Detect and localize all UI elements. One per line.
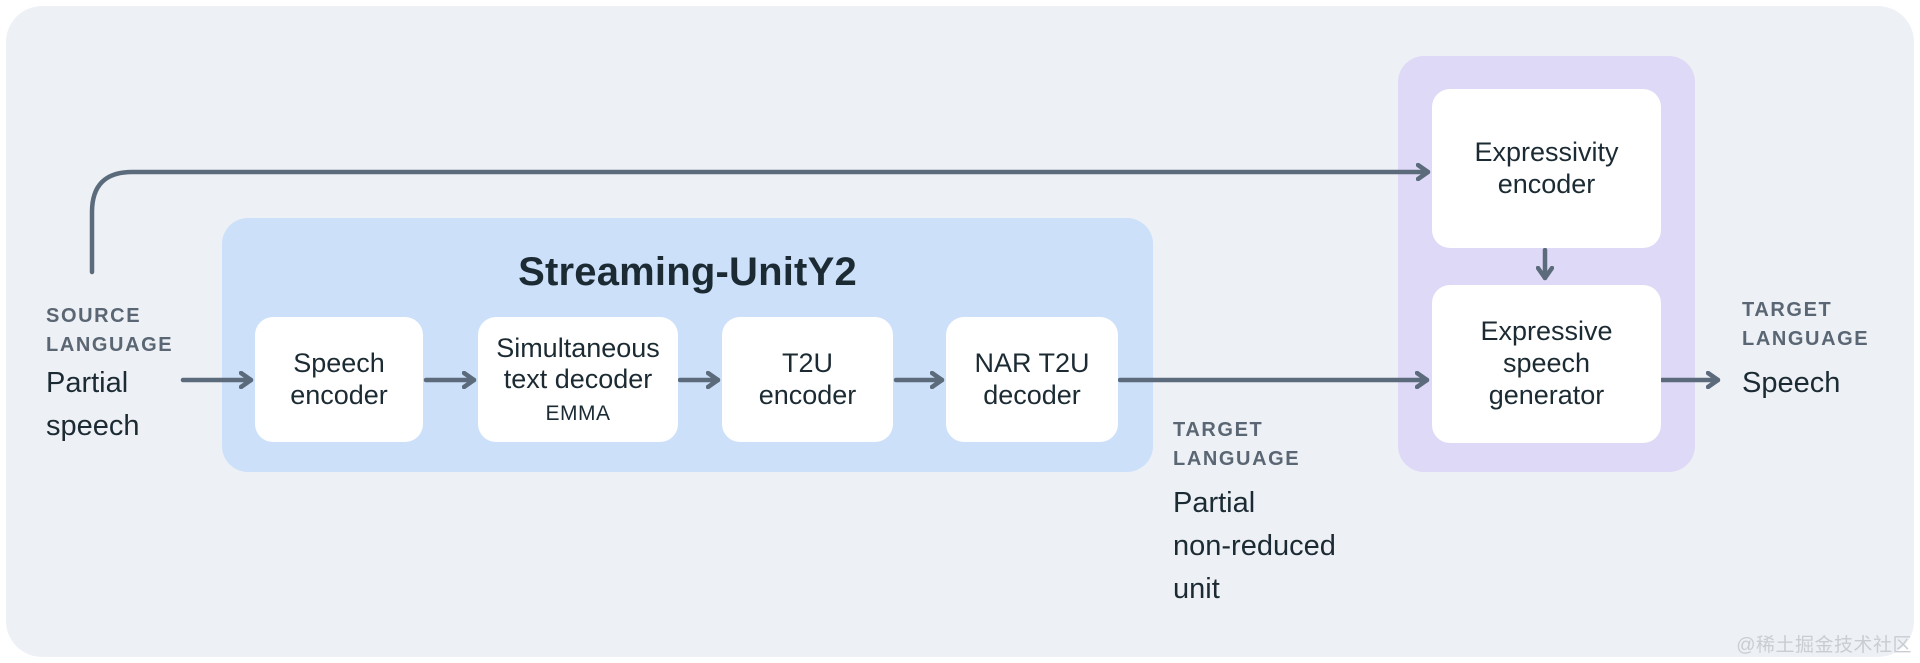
node-label: Expressive speech generator [1480,316,1613,410]
source-language-value: Partial speech [46,367,140,442]
node-expressivity-encoder: Expressivity encoder [1432,89,1661,248]
node-label: Expressivity encoder [1474,136,1619,199]
node-label: NAR T2U decoder [974,347,1090,410]
node-expressive-speech-generator: Expressive speech generator [1432,285,1661,443]
node-simultaneous-text-decoder: Simultaneous text decoder EMMA [478,317,678,442]
target-language-speech-value: Speech [1742,367,1841,399]
node-t2u-encoder: T2U encoder [722,317,893,442]
target-language-unit-value: Partial non-reduced unit [1173,487,1336,605]
node-label: Speech encoder [290,347,388,410]
target-language-unit-kicker: TARGET LANGUAGE [1173,419,1301,470]
node-speech-encoder: Speech encoder [255,317,423,442]
node-label: T2U encoder [758,347,857,410]
source-language-kicker: SOURCE LANGUAGE [46,305,174,356]
group-title-streaming-unity2: Streaming-UnitY2 [518,250,857,294]
watermark: @稀土掘金技术社区 [1736,635,1912,656]
node-sublabel-emma: EMMA [545,402,611,426]
target-language-speech-kicker: TARGET LANGUAGE [1742,299,1870,350]
node-label: Simultaneous text decoder [496,332,660,395]
node-nar-t2u-decoder: NAR T2U decoder [946,317,1118,442]
